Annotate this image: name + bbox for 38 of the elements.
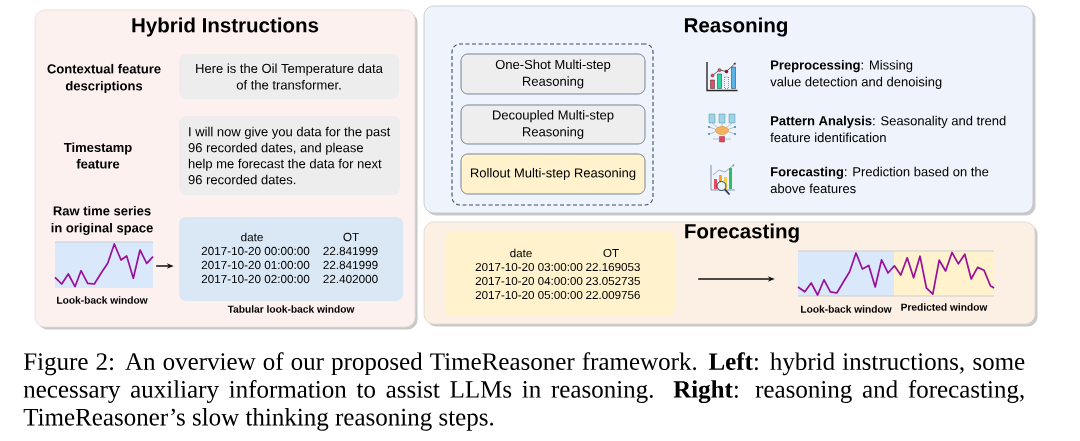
timestamp: 2017-10-20 02:00:00 bbox=[201, 274, 310, 284]
table-caption: Tabular look-back window bbox=[227, 305, 355, 313]
reading-value: 22.841999 bbox=[323, 246, 378, 256]
reading-value: 22.402000 bbox=[323, 274, 378, 284]
column-header: OT bbox=[343, 232, 359, 242]
timestamp: 2017-10-20 05:00:00 bbox=[475, 290, 583, 300]
step-description: Forecasting: Prediction based on the above features bbox=[770, 166, 989, 194]
row-label: Timestamp feature bbox=[63, 142, 132, 169]
column-header: date bbox=[510, 248, 532, 258]
column-header: date bbox=[241, 232, 263, 242]
reading-value: 22.169053 bbox=[586, 262, 640, 272]
panel-title: Hybrid Instructions bbox=[132, 17, 319, 37]
timestamp: 2017-10-20 04:00:00 bbox=[475, 276, 583, 286]
line-chart bbox=[797, 250, 995, 297]
figure-caption: Figure 2: An overview of our proposed TimeReasoner framework. Left: hybrid instructions, some necessary auxiliary information to assist LLMs in reasoning. Right: reasoning and forecasting, TimeReasoner’s slow thinking reasoning steps. bbox=[23, 352, 1025, 431]
step-description: Preprocessing: Missing value detection and denoising bbox=[770, 60, 942, 89]
reading-value: 22.841999 bbox=[323, 260, 378, 270]
reading-value: 22.009756 bbox=[586, 290, 640, 300]
method-box: Rollout Multi-step Reasoning bbox=[460, 153, 646, 195]
step-description: Pattern Analysis: Seasonality and trend feature identification bbox=[770, 115, 1006, 143]
reading-value: 23.052735 bbox=[586, 276, 640, 286]
timestamp: 2017-10-20 00:00:00 bbox=[201, 246, 310, 256]
line-chart bbox=[54, 241, 154, 288]
chart-caption: Look-back window bbox=[57, 296, 148, 304]
panel-title: Reasoning bbox=[684, 17, 787, 37]
instruction-box: I will now give you data for the past 96 recorded dates, and please help me forecast the data for next 96 recorded dates. bbox=[179, 116, 400, 195]
dashed-group-box bbox=[451, 43, 654, 206]
timestamp: 2017-10-20 03:00:00 bbox=[475, 262, 583, 272]
row-label: Raw time series in original space bbox=[51, 205, 153, 236]
row-label: Contextual feature descriptions bbox=[47, 63, 161, 94]
chart-caption: Predicted window bbox=[901, 303, 988, 311]
column-header: OT bbox=[603, 248, 619, 258]
chart-caption: Look-back window bbox=[801, 305, 892, 313]
panel-title: Forecasting bbox=[685, 223, 799, 243]
method-box: One-Shot Multi-step Reasoning bbox=[460, 53, 646, 95]
timestamp: 2017-10-20 01:00:00 bbox=[201, 260, 310, 270]
method-box: Decoupled Multi-step Reasoning bbox=[460, 104, 646, 145]
instruction-box: Here is the Oil Temperature data of the transformer. bbox=[179, 54, 399, 99]
